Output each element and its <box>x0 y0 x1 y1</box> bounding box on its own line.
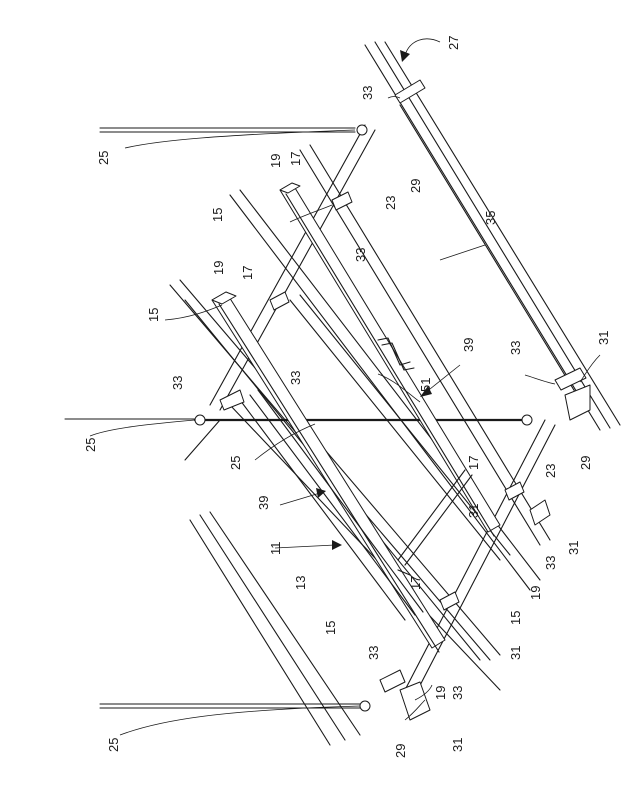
ref-17: 17 <box>288 152 303 166</box>
ref-31: 31 <box>450 738 465 752</box>
leader-lines <box>90 97 600 736</box>
ref-25: 25 <box>96 151 111 165</box>
ref-23: 23 <box>543 464 558 478</box>
hanger-connectors <box>195 125 532 711</box>
ref-33: 33 <box>288 371 303 385</box>
ref-31: 31 <box>508 646 523 660</box>
long-beam-lower <box>212 292 445 652</box>
arrow-27-icon <box>400 39 440 62</box>
ref-15: 15 <box>146 308 161 322</box>
ref-25: 25 <box>106 738 121 752</box>
reference-numerals: 25 25 25 25 27 33 33 33 33 33 33 33 33 2… <box>83 36 611 758</box>
ref-35: 35 <box>483 211 498 225</box>
ref-33: 33 <box>360 86 375 100</box>
ref-33: 33 <box>366 646 381 660</box>
ref-19: 19 <box>433 686 448 700</box>
ref-13: 13 <box>293 576 308 590</box>
ref-19: 19 <box>211 261 226 275</box>
ref-15: 15 <box>508 611 523 625</box>
ref-51: 51 <box>418 378 433 392</box>
ref-29: 29 <box>393 744 408 758</box>
ref-31: 31 <box>466 504 481 518</box>
ref-33: 33 <box>353 248 368 262</box>
ref-15: 15 <box>323 621 338 635</box>
long-beam-upper <box>280 183 500 536</box>
ref-39: 39 <box>256 496 271 510</box>
ref-23: 23 <box>383 196 398 210</box>
ref-19: 19 <box>268 154 283 168</box>
ref-19: 19 <box>528 586 543 600</box>
ref-17: 17 <box>408 576 423 590</box>
ref-17: 17 <box>466 456 481 470</box>
ref-33: 33 <box>170 376 185 390</box>
ref-11: 11 <box>268 542 283 556</box>
ref-27: 27 <box>446 36 461 50</box>
ref-17: 17 <box>240 266 255 280</box>
ref-15: 15 <box>210 208 225 222</box>
ref-31: 31 <box>596 331 611 345</box>
ref-33: 33 <box>508 341 523 355</box>
ref-25: 25 <box>83 438 98 452</box>
ref-31: 31 <box>566 541 581 555</box>
ref-29: 29 <box>578 456 593 470</box>
ref-29: 29 <box>408 179 423 193</box>
ref-39: 39 <box>461 338 476 352</box>
ref-33: 33 <box>543 556 558 570</box>
ref-25: 25 <box>228 456 243 470</box>
ref-33: 33 <box>450 686 465 700</box>
